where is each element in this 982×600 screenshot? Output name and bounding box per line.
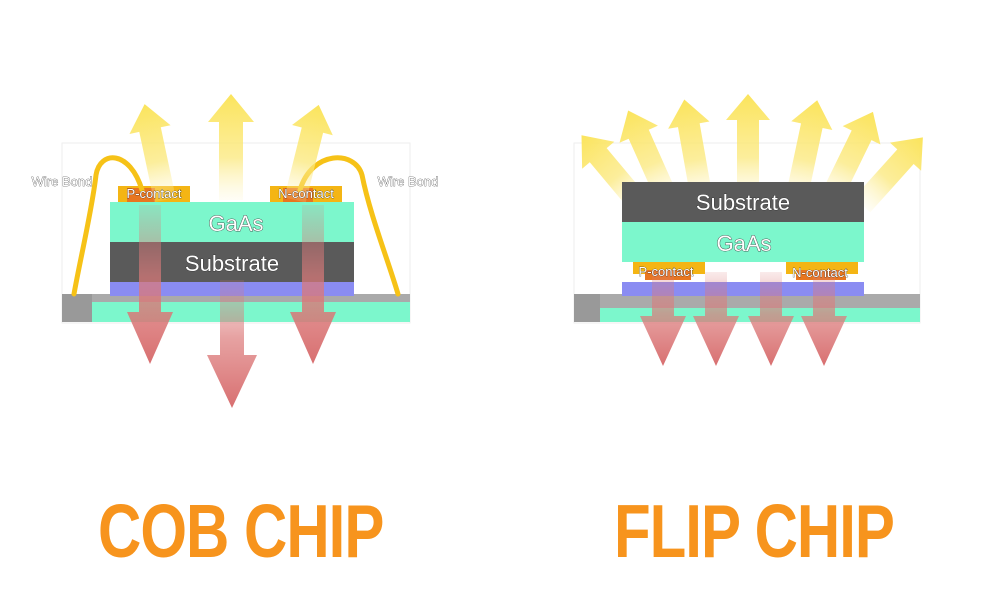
- cob-board-strip: [92, 294, 410, 302]
- cob-chip-diagram: GaAs Substrate P-contact N-contact Wire …: [31, 94, 439, 408]
- flip-light-arrow-4: [726, 94, 770, 200]
- cob-base-gray-block: [62, 294, 92, 322]
- cob-light-arrow-center: [208, 94, 254, 200]
- flip-substrate-layer: [622, 182, 864, 222]
- cob-heat-arrow-right: [290, 205, 336, 364]
- cob-light-arrow-left: [129, 104, 176, 203]
- flip-light-arrow-3: [668, 99, 713, 202]
- cob-wire-bond-label-left: Wire Bond: [32, 174, 93, 189]
- cob-p-contact-label: P-contact: [127, 186, 182, 201]
- flip-gaas-layer: [622, 222, 864, 262]
- flip-p-contact-label: P-contact: [639, 264, 694, 279]
- cob-wire-bond-right: [297, 155, 401, 297]
- cob-chip-title: COB CHIP: [98, 489, 384, 573]
- flip-light-arrow-5: [785, 100, 833, 203]
- flip-blue-layer: [622, 282, 864, 296]
- flip-n-contact-label: N-contact: [792, 265, 848, 280]
- cob-heat-arrow-left: [127, 205, 173, 364]
- flip-light-arrow-2: [619, 110, 679, 205]
- flip-chip-title: FLIP CHIP: [614, 489, 895, 573]
- flip-heat-arrow-3: [748, 272, 794, 366]
- flip-heat-arrow-1: [640, 270, 686, 366]
- cob-substrate-label: Substrate: [185, 251, 279, 276]
- flip-substrate-label: Substrate: [696, 190, 790, 215]
- flip-heat-arrow-4: [801, 270, 847, 366]
- flip-chip-diagram: Substrate GaAs P-contact N-contact: [573, 94, 923, 366]
- cob-light-arrow-right: [284, 104, 333, 203]
- cob-gaas-label: GaAs: [208, 211, 263, 236]
- flip-light-arrow-6: [820, 111, 881, 205]
- cob-p-contact: [127, 188, 155, 202]
- flip-light-arrow-7: [853, 137, 923, 213]
- flip-heat-arrow-2: [693, 272, 739, 366]
- cob-wire-bond-label-right: Wire Bond: [378, 174, 439, 189]
- cob-n-contact-label: N-contact: [278, 186, 334, 201]
- cob-heat-arrow-center: [207, 280, 257, 408]
- flip-base-gray-block: [574, 294, 600, 322]
- cob-wire-bond-left: [71, 155, 145, 297]
- flip-gaas-label: GaAs: [716, 231, 771, 256]
